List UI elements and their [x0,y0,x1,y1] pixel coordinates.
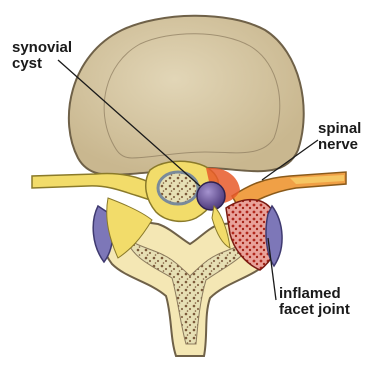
facet-label-line1: inflamed [279,286,350,302]
left-spinal-nerve [32,174,156,201]
synovial-cyst-label-line2: cyst [12,56,72,72]
synovial-cyst-label: synovial cyst [12,40,72,72]
spinal-nerve-label: spinal nerve [318,121,361,153]
inflamed-facet-joint-label: inflamed facet joint [279,286,350,318]
spinal-nerve-label-line2: nerve [318,137,361,153]
synovial-cyst-label-line1: synovial [12,40,72,56]
nerve-root-bundle [158,172,198,204]
synovial-cyst [197,182,225,210]
facet-label-line2: facet joint [279,302,350,318]
vertebral-body [69,16,304,175]
spinal-nerve-label-line1: spinal [318,121,361,137]
